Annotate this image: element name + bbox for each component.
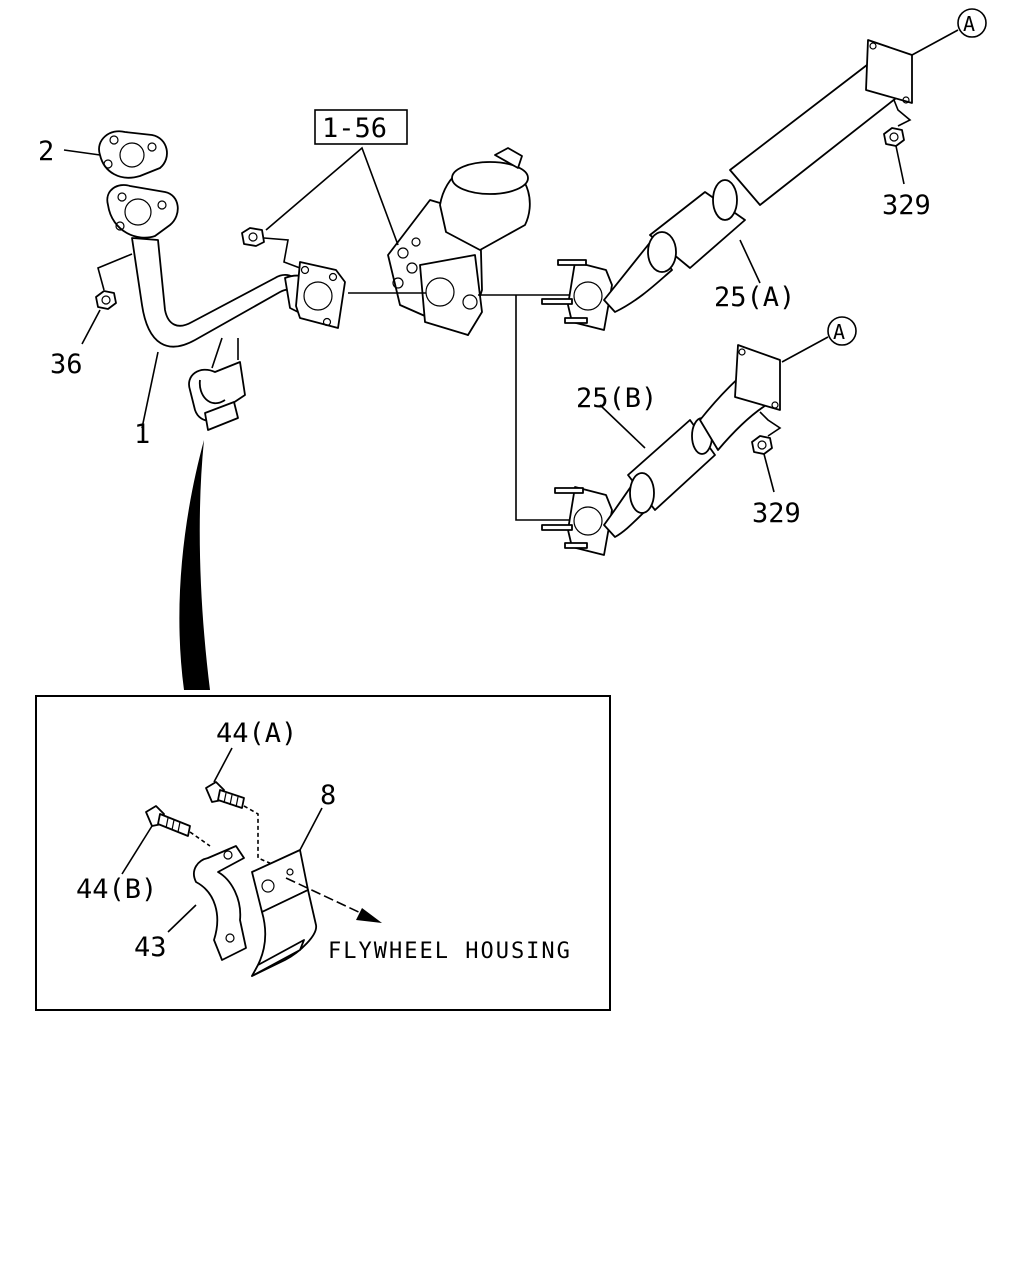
nut-329-bottom — [751, 411, 782, 493]
gasket-part-2 — [98, 130, 168, 179]
leader-2 — [63, 149, 101, 156]
flywheel-arrow — [285, 877, 382, 923]
nut-part-36 — [95, 253, 133, 310]
nut-329-top — [883, 99, 912, 185]
leader-25b — [599, 404, 646, 449]
ref-box-frame — [314, 109, 408, 145]
leader-36 — [81, 309, 101, 345]
catalytic-pipe-25a — [541, 39, 913, 331]
pipe-clamp-assembly — [188, 337, 246, 431]
leader-43 — [167, 904, 197, 933]
label-1: 1 — [134, 419, 150, 450]
svg-text:A: A — [833, 320, 845, 344]
detail-box — [35, 695, 611, 1011]
svg-text:A: A — [963, 12, 975, 36]
catalytic-pipe-25b — [541, 344, 781, 556]
label-329-bottom: 329 — [752, 498, 801, 529]
leader-1 — [141, 351, 159, 429]
label-25b: 25(B) — [576, 383, 657, 414]
label-44a: 44(A) — [216, 718, 297, 749]
label-25a: 25(A) — [714, 282, 795, 313]
turbo-component-1-56 — [387, 147, 531, 336]
bolt-nut-small — [241, 227, 301, 269]
connector-25b — [515, 295, 570, 521]
label-44b: 44(B) — [76, 874, 157, 905]
label-36: 36 — [50, 349, 83, 380]
label-8: 8 — [320, 780, 336, 811]
circle-a-bottom: A — [781, 316, 857, 363]
bracket-part-8 — [251, 807, 323, 977]
label-2: 2 — [38, 136, 54, 167]
clamp-part-43 — [193, 845, 247, 961]
label-flywheel-housing: FLYWHEEL HOUSING — [328, 939, 572, 964]
bolt-44a — [205, 747, 273, 865]
leader-25a — [739, 239, 761, 284]
bolt-44b — [121, 805, 211, 875]
ref-box-label: 1-56 — [322, 113, 387, 144]
detail-pointer — [179, 440, 210, 690]
label-43: 43 — [134, 932, 167, 963]
circle-a-top: A — [911, 8, 987, 56]
leader-1-56 — [265, 146, 399, 246]
label-329-top: 329 — [882, 190, 931, 221]
front-exhaust-pipe-part-1 — [106, 184, 346, 348]
